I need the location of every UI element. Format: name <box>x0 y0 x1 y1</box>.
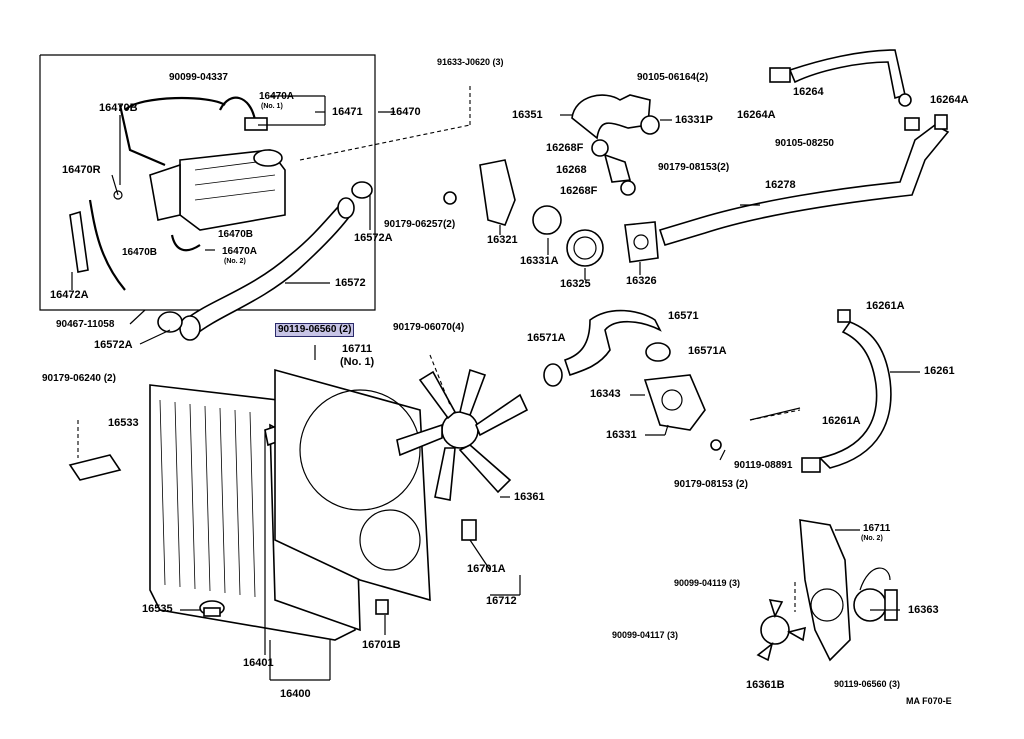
part-label: 16572A <box>94 339 133 351</box>
part-sublabel: (No. 2) <box>861 535 883 542</box>
part-label: 16331 <box>606 429 637 441</box>
part-label: 16471 <box>332 106 363 118</box>
part-label: 90099-04119 (3) <box>674 578 741 588</box>
bracket-16533 <box>68 420 122 481</box>
part-label: 16711 <box>863 523 891 534</box>
heater-hose-16264 <box>769 49 912 107</box>
part-label: (No. 1) <box>340 356 375 368</box>
part-label: 90179-06070(4) <box>393 322 465 333</box>
fan-motor-assembly <box>756 519 898 662</box>
bracket-16701b <box>375 599 389 615</box>
lower-radiator-hose <box>543 309 671 387</box>
part-label: 16326 <box>626 275 657 287</box>
upper-radiator-hose <box>157 181 373 341</box>
part-label: 16361 <box>514 491 545 503</box>
part-sublabel: (No. 1) <box>261 103 283 110</box>
part-label: 16264 <box>793 86 824 98</box>
part-label: 16470B <box>122 247 158 258</box>
part-label: 90179-06240 (2) <box>42 373 116 384</box>
part-label: 16268 <box>556 164 587 176</box>
part-label: 16470B <box>99 102 138 114</box>
part-label: 16571A <box>527 332 566 344</box>
part-label: 91633-J0620 (3) <box>437 57 504 67</box>
part-label: 16278 <box>765 179 796 191</box>
part-label: 16470R <box>62 164 101 176</box>
part-label: 90099-04337 <box>169 72 228 83</box>
part-label: 16331A <box>520 255 559 267</box>
part-label: 16712 <box>486 595 517 607</box>
part-label: 16472A <box>50 289 89 301</box>
part-label: 16361B <box>746 679 785 691</box>
part-label: 16572A <box>354 232 393 244</box>
water-inlet-housing <box>643 374 722 451</box>
part-label: 16261 <box>924 365 955 377</box>
part-label: 90179-08153 (2) <box>674 479 748 490</box>
reservoir-tank <box>118 96 286 231</box>
water-outlet-elbow <box>571 94 660 196</box>
part-label: 90467-11058 <box>56 319 115 330</box>
part-sublabel: (No. 2) <box>224 258 246 265</box>
reservoir-hose <box>69 190 201 291</box>
part-label: 16701A <box>467 563 506 575</box>
part-label: 16363 <box>908 604 939 616</box>
reservoir-group-box <box>39 54 471 311</box>
part-label: 16470A <box>259 91 295 102</box>
radiator-cap <box>199 600 225 617</box>
part-label: 90105-08250 <box>775 138 834 149</box>
part-label: 16343 <box>590 388 621 400</box>
part-label: 16571A <box>688 345 727 357</box>
fan-shroud <box>274 368 431 602</box>
part-label: 16470A <box>222 246 258 257</box>
part-label: 16571 <box>668 310 699 322</box>
part-label: 16261A <box>866 300 905 312</box>
diagram-code: MA F070-E <box>906 696 952 706</box>
heater-hose-16261 <box>801 309 892 473</box>
part-label: 16268F <box>546 142 584 154</box>
part-label: 16401 <box>243 657 274 669</box>
part-label: 16572 <box>335 277 366 289</box>
part-label: 16264A <box>737 109 776 121</box>
part-label: 16400 <box>280 688 311 700</box>
part-label: 16261A <box>822 415 861 427</box>
part-label: 90105-06164(2) <box>637 72 709 83</box>
part-label: 16264A <box>930 94 969 106</box>
part-label: 16470B <box>218 229 254 240</box>
part-label: 16268F <box>560 185 598 197</box>
part-label-highlighted: 90119-06560 (2) <box>275 323 355 337</box>
part-label: 90119-06560 (3) <box>834 679 901 689</box>
thermostat-parts <box>443 159 659 267</box>
part-label: 16533 <box>108 417 139 429</box>
part-label: 16701B <box>362 639 401 651</box>
part-label: 16470 <box>390 106 421 118</box>
part-label: 90179-08153(2) <box>658 162 730 173</box>
part-label: 16325 <box>560 278 591 290</box>
leader-lines <box>71 95 920 681</box>
part-label: 16331P <box>675 114 713 126</box>
part-label: 90099-04117 (3) <box>612 630 679 640</box>
bypass-pipe <box>658 114 950 246</box>
part-label: 16711 <box>342 343 372 355</box>
part-label: 16321 <box>487 234 518 246</box>
part-label: 90119-08891 <box>734 460 793 471</box>
part-label: 16351 <box>512 109 543 121</box>
part-label: 90179-06257(2) <box>384 219 456 230</box>
part-label: 16535 <box>142 603 173 615</box>
cooling-fan <box>396 368 529 541</box>
